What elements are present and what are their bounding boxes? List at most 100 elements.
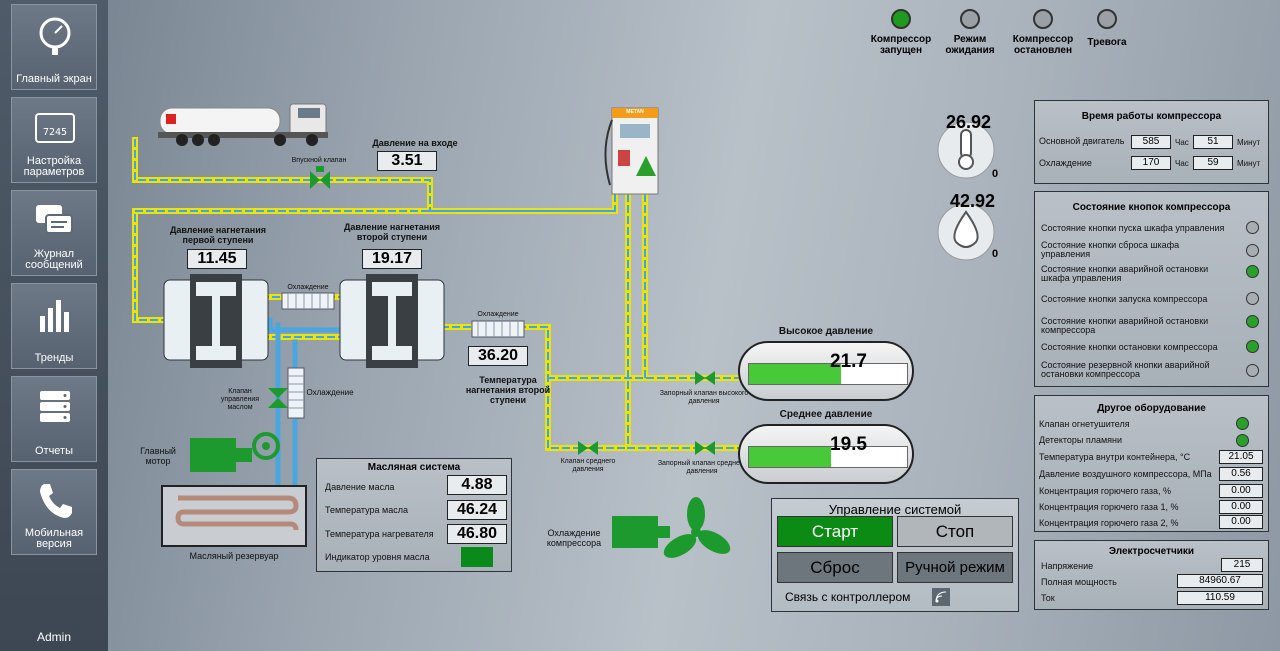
runtime-hours: 170 — [1131, 156, 1171, 170]
button-state-lamp — [1246, 340, 1259, 353]
mp-shutoff-valve-icon — [695, 441, 715, 455]
other-row-value: 21.05 — [1219, 450, 1263, 464]
hp-tank-label: Высокое давление — [778, 326, 874, 337]
cooler-oil — [287, 367, 305, 419]
temperature-value: 26.92 — [946, 112, 992, 132]
oil-temp-label: Температура масла — [325, 505, 408, 515]
meter-value: 84960.67 — [1177, 574, 1263, 588]
nav-label: Журнал сообщений — [25, 248, 83, 271]
bar-chart-icon — [40, 300, 69, 332]
oil-cooling-label: Охлаждение — [306, 388, 354, 397]
compressor-cooling-label: Охлаждение компрессора — [546, 528, 602, 548]
heater-temp-label: Температура нагревателя — [325, 529, 434, 539]
hp-tank-fill — [749, 364, 841, 384]
compressor-stage-2 — [339, 274, 445, 368]
nav-mobile[interactable]: Мобильная версия — [11, 469, 97, 555]
mp-tank-value: 19.5 — [830, 434, 867, 455]
phone-icon — [40, 484, 72, 518]
runtime-title: Время работы компрессора — [1081, 111, 1222, 122]
lamp-alarm — [1097, 9, 1117, 29]
other-row-label: Концентрация горючего газа, % — [1039, 486, 1171, 496]
signal-icon — [932, 588, 950, 606]
other-title: Другое оборудование — [1097, 403, 1206, 414]
inlet-pressure-value: 3.51 — [377, 151, 437, 171]
mp-tank-bar — [748, 446, 908, 468]
sidebar: Главный экран 7245 Настройка параметров … — [0, 0, 108, 651]
stage2-temp-label: Температура нагнетания второй ступени — [465, 375, 551, 405]
button-state-lamp — [1246, 221, 1259, 234]
humidity-sub: 0 — [992, 248, 999, 260]
other-row-label: Давление воздушного компрессора, МПа — [1039, 469, 1212, 479]
controller-link-label: Связь с контроллером — [785, 590, 911, 604]
button-state-lamp — [1246, 364, 1259, 377]
manual-mode-button[interactable]: Ручной режим — [897, 552, 1013, 583]
dispenser-brand: METAN — [626, 109, 644, 115]
other-lamp — [1236, 417, 1249, 430]
nav-trends[interactable]: Тренды — [11, 283, 97, 369]
other-row-value: 0.00 — [1219, 500, 1263, 514]
oil-reservoir-label: Масляный резервуар — [189, 551, 279, 561]
nav-reports[interactable]: Отчеты — [11, 376, 97, 462]
fan-icon — [612, 497, 731, 558]
button-state-label: Состояние кнопки запуска компрессора — [1041, 294, 1208, 304]
stage2-temp-value: 36.20 — [468, 346, 528, 366]
svg-text:7245: 7245 — [43, 127, 67, 138]
heater-temp-value: 46.80 — [447, 524, 507, 544]
other-row-label: Концентрация горючего газа 2, % — [1039, 518, 1179, 528]
tanker-truck — [158, 103, 328, 146]
mp-tank: 19.5 — [738, 424, 914, 484]
runtime-row-label: Охлаждение — [1039, 158, 1092, 168]
oil-pressure-label: Давление масла — [325, 482, 395, 492]
humidity-icon — [937, 203, 995, 261]
stage1-pressure-label: Давление нагнетания первой ступени — [169, 225, 267, 245]
oil-system-panel: Масляная система Давление масла 4.88 Тем… — [316, 458, 512, 572]
other-lamp-label: Клапан огнетушителя — [1039, 419, 1130, 429]
inlet-valve-icon — [310, 166, 330, 189]
mp-valve-icon — [578, 441, 598, 455]
meter-value: 110.59 — [1177, 591, 1263, 605]
meter-label: Полная мощность — [1041, 577, 1117, 587]
user-name: Admin — [36, 630, 71, 644]
hp-valve-label: Запорный клапан высокого давления — [659, 390, 749, 405]
gauge-icon — [39, 17, 71, 55]
oil-panel-title: Масляная система — [367, 462, 461, 473]
other-lamp-label: Детекторы пламяни — [1039, 435, 1123, 445]
hp-shutoff-valve-icon — [695, 371, 715, 385]
lamp-standby — [960, 9, 980, 29]
stop-button[interactable]: Стоп — [897, 516, 1013, 547]
main-motor-icon — [190, 432, 280, 472]
other-row-value: 0.00 — [1219, 515, 1263, 529]
button-state-lamp — [1246, 292, 1259, 305]
nav-label: Мобильная версия — [24, 527, 84, 550]
reset-button[interactable]: Сброс — [777, 552, 893, 583]
runtime-panel: Время работы компрессора Основной двигат… — [1034, 100, 1269, 184]
cooler1-label: Охлаждение — [287, 284, 329, 291]
nav-main-screen[interactable]: Главный экран — [11, 4, 97, 90]
main-motor-label: Главный мотор — [140, 446, 176, 466]
button-state-label: Состояние кнопки аварийной остановки шка… — [1041, 264, 1209, 283]
stage2-pressure-value: 19.17 — [362, 249, 422, 269]
lamp-label: Компрессор остановлен — [1012, 34, 1074, 56]
hp-tank-bar — [748, 363, 908, 385]
button-states-title: Состояние кнопок компрессора — [1072, 202, 1231, 213]
button-state-label: Состояние кнопки аварийной остановки ком… — [1041, 316, 1209, 335]
hours-unit: Час — [1175, 159, 1189, 168]
button-states-panel: Состояние кнопок компрессора Состояние к… — [1034, 191, 1269, 387]
nav-settings[interactable]: 7245 Настройка параметров — [11, 97, 97, 183]
start-button[interactable]: Старт — [777, 516, 893, 547]
button-state-label: Состояние кнопки сброса шкафа управления — [1041, 240, 1180, 259]
other-lamp — [1236, 434, 1249, 447]
stage2-pressure-label: Давление нагнетания второй ступени — [343, 222, 441, 242]
meters-title: Электросчетчики — [1108, 546, 1195, 557]
nav-label: Настройка параметров — [23, 155, 85, 178]
oil-level-label: Индикатор уровня масла — [325, 552, 430, 562]
lamp-stopped — [1033, 9, 1053, 29]
button-state-lamp — [1246, 315, 1259, 328]
messages-icon — [36, 205, 73, 234]
other-row-label: Концентрация горючего газа 1, % — [1039, 502, 1179, 512]
minutes-unit: Минут — [1237, 159, 1261, 168]
nav-messages[interactable]: Журнал сообщений — [11, 190, 97, 276]
fuel-dispenser — [604, 107, 659, 195]
button-state-lamp — [1246, 244, 1259, 257]
